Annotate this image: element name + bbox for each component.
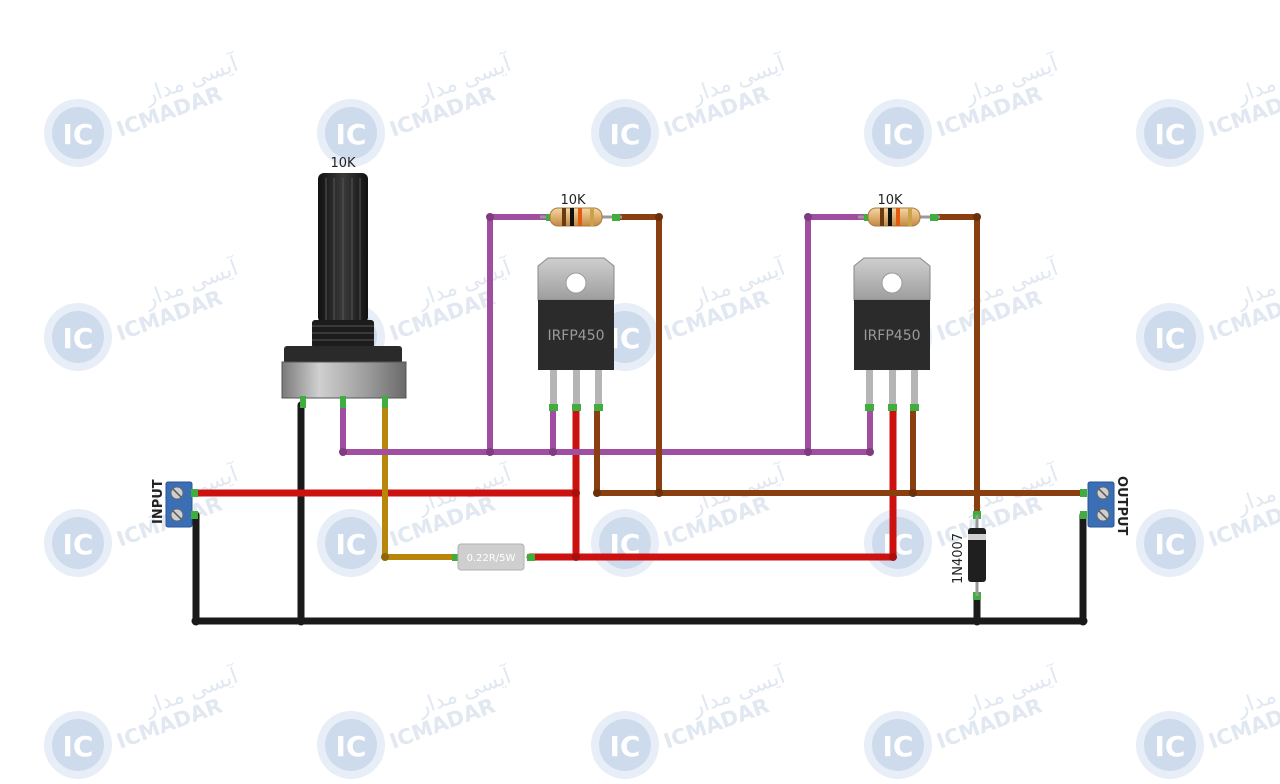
resistor-1-label: 10K [560, 193, 586, 208]
junction-dot [572, 489, 580, 497]
junction-dot [549, 448, 557, 456]
svg-text:IC: IC [63, 118, 94, 151]
svg-text:IC: IC [336, 118, 367, 151]
output-label: OUTPUT [1114, 476, 1129, 536]
diode-label: 1N4007 [951, 533, 966, 584]
resistor-2: 10K [858, 193, 940, 227]
pot-thread [312, 320, 374, 348]
wire-brown-r2 [930, 214, 980, 518]
junction-dot [909, 489, 917, 497]
shunt-resistor: 0.22R/5W [452, 543, 535, 571]
svg-text:IC: IC [63, 322, 94, 355]
svg-text:IC: IC [336, 528, 367, 561]
resistor-body [549, 207, 603, 227]
svg-text:IC: IC [1155, 730, 1186, 763]
junction-dot [804, 213, 812, 221]
diode-cathode-band [968, 534, 986, 540]
diode-body [968, 528, 986, 582]
mosfet-1: IRFP450 [537, 257, 615, 411]
pot-nut [284, 346, 402, 364]
mosfet-body [538, 300, 614, 370]
svg-text:IC: IC [336, 730, 367, 763]
svg-text:IC: IC [610, 730, 641, 763]
shunt-label: 0.22R/5W [467, 553, 516, 564]
svg-text:IC: IC [1155, 322, 1186, 355]
diode: 1N4007 [951, 511, 986, 600]
potentiometer: 10K [281, 156, 407, 408]
output-terminal: OUTPUT [1080, 476, 1129, 536]
resistor-body [867, 207, 921, 227]
svg-text:IC: IC [883, 118, 914, 151]
junction-dot [973, 213, 981, 221]
shunt-body [457, 543, 525, 571]
junction-dot [889, 553, 897, 561]
mosfet-2: IRFP450 [853, 257, 931, 411]
junction-dot [296, 616, 306, 626]
svg-text:IC: IC [1155, 118, 1186, 151]
mosfet-2-label: IRFP450 [863, 328, 920, 344]
junction-dot [866, 448, 874, 456]
mosfet-1-label: IRFP450 [547, 328, 604, 344]
junction-dot [486, 448, 494, 456]
junction-dot [339, 448, 347, 456]
junction-dot [191, 616, 201, 626]
resistor-1: 10K [540, 193, 622, 227]
mosfet-mounting-hole [565, 272, 587, 294]
svg-text:IC: IC [883, 730, 914, 763]
pot-body [281, 361, 407, 399]
wire-black-ground-rail [192, 511, 1087, 625]
junction-dot [1078, 616, 1088, 626]
svg-text:IC: IC [610, 118, 641, 151]
mosfet-body [854, 300, 930, 370]
input-label: INPUT [151, 479, 166, 524]
svg-text:IC: IC [63, 528, 94, 561]
resistor-2-label: 10K [877, 193, 903, 208]
svg-text:IC: IC [610, 322, 641, 355]
junction-dot [804, 448, 812, 456]
junction-dot [572, 553, 580, 561]
junction-dot [486, 213, 494, 221]
input-terminal: INPUT [151, 479, 198, 528]
junction-dot [972, 616, 982, 626]
wire-purple-gate-bus [340, 402, 873, 455]
mosfet-mounting-hole [881, 272, 903, 294]
junction-dot [655, 489, 663, 497]
junction-dot [655, 213, 663, 221]
junction-dot [593, 489, 601, 497]
junction-dot [381, 553, 389, 561]
junctions [191, 213, 1088, 626]
svg-text:IC: IC [1155, 528, 1186, 561]
svg-text:IC: IC [63, 730, 94, 763]
pot-label: 10K [330, 156, 356, 171]
